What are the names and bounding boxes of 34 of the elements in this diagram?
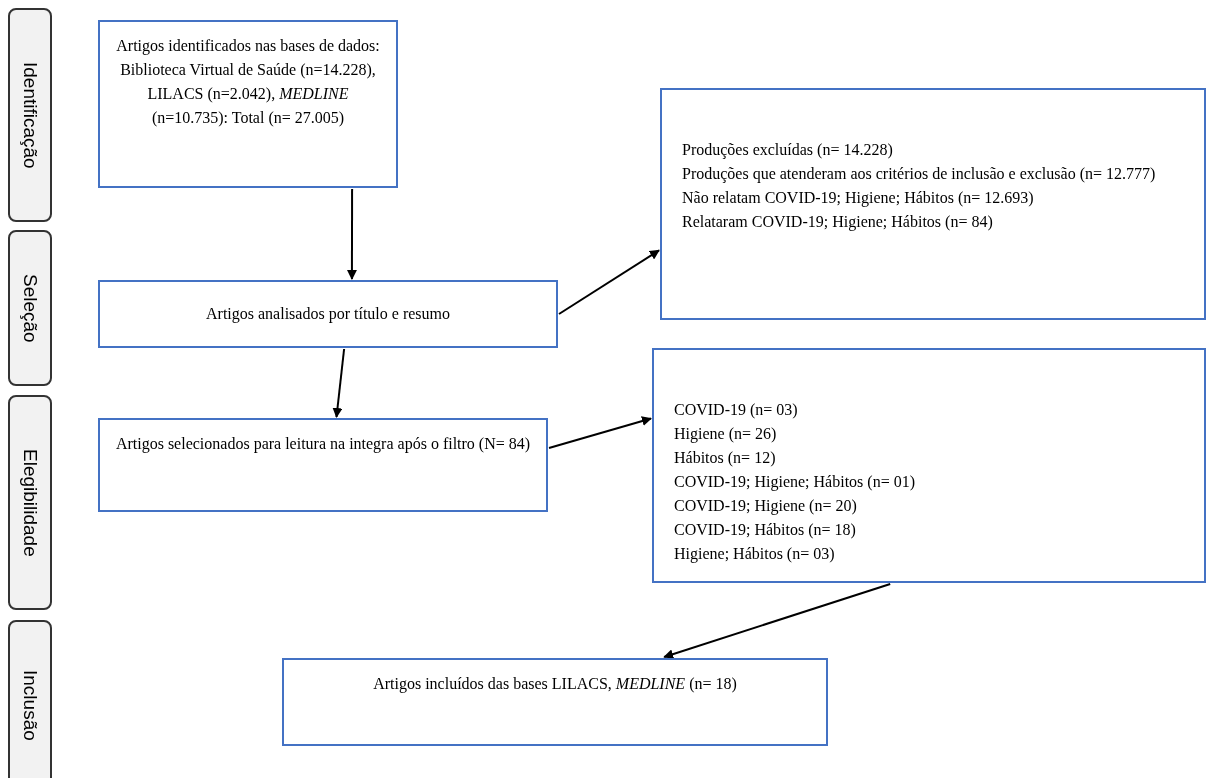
box-text: Hábitos (n= 12) — [674, 448, 776, 469]
box-text: Artigos incluídos das bases LILACS, MEDLINE (n= 18) — [373, 674, 737, 695]
stage-label: Elegibilidade — [19, 448, 43, 557]
box-text: COVID-19; Hábitos (n= 18) — [674, 520, 856, 541]
stage-label: Inclusão — [19, 669, 43, 741]
arrow — [332, 348, 346, 418]
stage-tab — [8, 8, 52, 222]
box-text: Artigos selecionados para leitura na integra após o filtro (N= 84) — [115, 434, 531, 455]
box-text: Relataram COVID-19; Higiene; Hábitos (n= 84) — [682, 212, 993, 233]
process-box — [98, 280, 558, 348]
process-box — [652, 348, 1206, 583]
box-text: Produções excluídas (n= 14.228) — [682, 140, 893, 161]
stage-label: Seleção — [19, 273, 43, 343]
box-text: COVID-19 (n= 03) — [674, 400, 798, 421]
box-text: Higiene (n= 26) — [674, 424, 777, 445]
stage-label: Identificação — [19, 61, 43, 169]
box-text: Não relatam COVID-19; Higiene; Hábitos (n= 12.693) — [682, 188, 1034, 209]
arrow — [558, 249, 660, 315]
box-text: Artigos identificados nas bases de dados: Biblioteca Virtual de Saúde (n=14.228), LILACS (n=2.042), MEDLINE (n=10.735): Total (n= 27.005) — [115, 36, 381, 129]
stage-tab — [8, 620, 52, 778]
process-box — [98, 20, 398, 188]
stage-tab — [8, 395, 52, 610]
box-text: COVID-19; Higiene (n= 20) — [674, 496, 857, 517]
arrow — [663, 583, 892, 659]
process-box — [98, 418, 548, 512]
process-box — [660, 88, 1206, 320]
process-box — [282, 658, 828, 746]
box-text: Artigos analisados por título e resumo — [206, 304, 450, 325]
stage-tab — [8, 230, 52, 386]
box-text: Higiene; Hábitos (n= 03) — [674, 544, 835, 565]
box-text: COVID-19; Higiene; Hábitos (n= 01) — [674, 472, 915, 493]
box-text: Produções que atenderam aos critérios de inclusão e exclusão (n= 12.777) — [682, 164, 1156, 185]
arrow — [548, 416, 652, 450]
arrow — [346, 188, 357, 280]
